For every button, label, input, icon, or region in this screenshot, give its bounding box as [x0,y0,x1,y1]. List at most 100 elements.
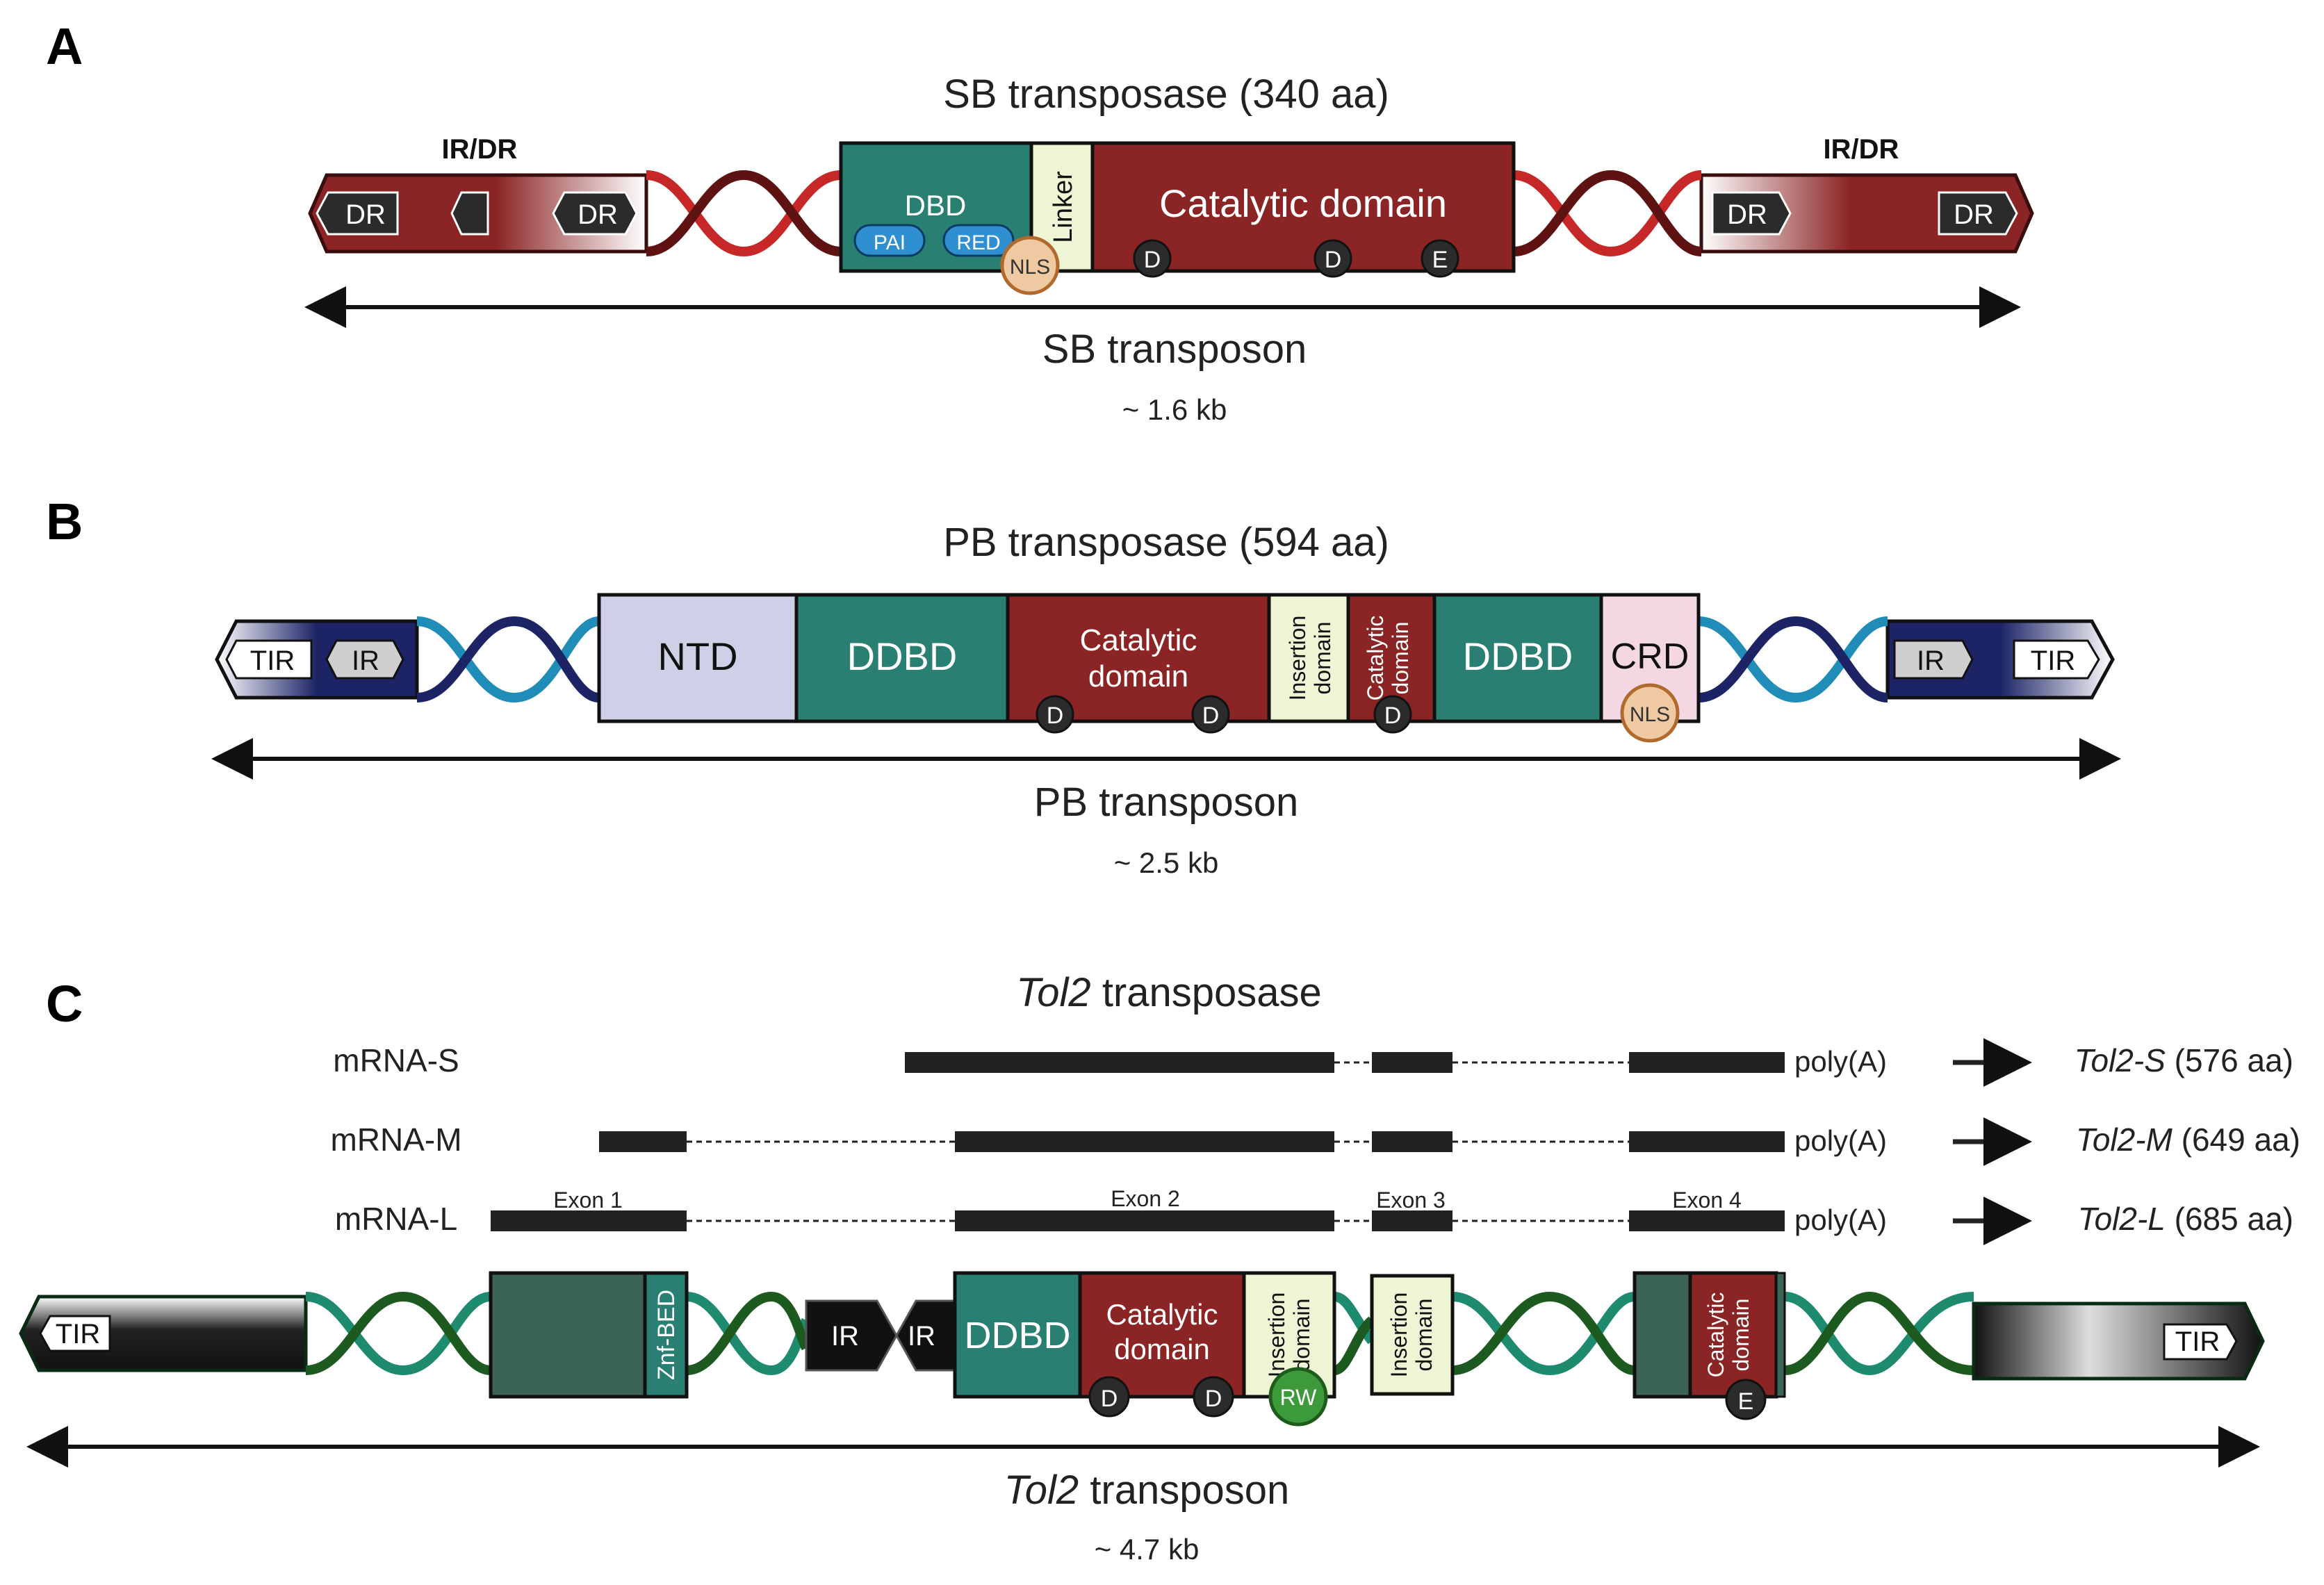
dna-helix-icon [1333,1292,1376,1375]
residue-label: D [1202,703,1220,729]
tir-arrow: TIR [225,639,313,680]
panel-letter-b: B [46,493,83,550]
residue-marker: E [1725,1379,1767,1420]
rw-label: RW [1280,1385,1318,1410]
sb-size-label: ~ 1.6 kb [1122,393,1227,426]
catalytic2-label-line1: Catalytic [1363,616,1388,701]
product-label: Tol2-L (685 aa) [2078,1201,2293,1237]
rw-badge: RW [1268,1367,1328,1427]
exon-bar [1372,1052,1452,1073]
tol2-transposon-label: Tol2 transposon [1004,1468,1290,1513]
catalytic-label-line1: Catalytic [1106,1298,1218,1331]
residue-marker: D [1193,1376,1234,1418]
sb-transposase-title: SB transposase (340 aa) [943,72,1389,117]
nls-label: NLS [1010,256,1050,279]
exon-bar [1629,1210,1785,1231]
red-label: RED [956,231,1000,254]
exon-bar [1372,1131,1452,1152]
catalytic-label-line1: Catalytic [1080,623,1197,657]
residue-label: D [1101,1386,1118,1412]
residue-label: D [1384,703,1402,729]
pb-right-tir-element: IR TIR [1885,619,2115,700]
nls-label: NLS [1630,703,1670,726]
catalytic-label-line2: domain [1728,1299,1753,1372]
dr-label: DR [578,199,618,230]
tir-label: TIR [2175,1327,2220,1357]
sb-catalytic-label: Catalytic domain [1159,181,1447,225]
pb-ddbd-domain-2 [1432,593,1603,723]
catalytic-label-line2: domain [1088,659,1188,693]
exon-bar [599,1131,687,1152]
exon-bar [955,1131,1334,1152]
panel-letter-c: C [46,975,83,1033]
sb-left-irdr-element: DR DR [308,173,648,254]
tol2-size-label: ~ 4.7 kb [1095,1533,1200,1566]
ir-label: IR [908,1321,935,1352]
polya-label: poly(A) [1794,1204,1887,1236]
tir-arrow: TIR [39,1315,111,1352]
ntd-label: NTD [657,634,737,678]
dr-arrow-left-1: DR [316,191,399,236]
dna-helix-icon [1698,616,1888,703]
linker-label: Linker [1049,171,1078,243]
residue-label: E [1738,1388,1754,1415]
polya-label: poly(A) [1794,1045,1887,1078]
pb-left-tir-element: TIR IR [215,619,419,700]
residue-marker: D [1314,239,1352,278]
mrna-name: mRNA-M [330,1122,461,1158]
exon-label: Exon 4 [1672,1188,1742,1213]
sb-irdr-left-label: IR/DR [442,134,518,165]
tir-label: TIR [250,646,295,676]
sb-transposon-label: SB transposon [1042,327,1307,372]
ir-label: IR [831,1321,859,1352]
tir-label: TIR [56,1319,100,1349]
tir-arrow: TIR [2163,1323,2238,1361]
dr-arrow-right-2: DR [1938,191,2018,236]
exon-bar [1629,1052,1785,1073]
insertion-label-line2: domain [1289,1299,1314,1372]
dr-arrow-right-1: DR [1711,191,1792,236]
pb-ddbd-domain-1 [794,593,1010,723]
dr-arrow-small [450,191,489,236]
ddbd-label: DDBD [964,1315,1070,1356]
tol2-insertion-domain-2 [1370,1274,1455,1396]
catalytic2-label-line2: domain [1388,622,1413,695]
dr-label: DR [1954,199,1994,230]
insertion-label-line2: domain [1411,1299,1437,1372]
dna-helix-icon [305,1291,491,1376]
residue-label: D [1047,703,1064,729]
residue-marker: D [1373,695,1412,734]
exon-bar [1372,1210,1452,1231]
znf-bed-label: Znf-BED [653,1290,680,1380]
sb-right-irdr-element: DR DR [1699,173,2034,254]
dr-arrow-left-2: DR [552,191,638,236]
pai-label: PAI [874,231,906,254]
dna-helix-icon [416,616,600,703]
tol2-exon4-block [1632,1271,1692,1399]
residue-marker: D [1088,1376,1130,1418]
catalytic-label-line2: domain [1114,1333,1210,1365]
exon-bar [1629,1131,1785,1152]
pb-transposon-label: PB transposon [1034,780,1298,825]
pb-size-label: ~ 2.5 kb [1114,846,1219,879]
exon-label: Exon 2 [1111,1186,1180,1211]
dna-helix-icon [1513,170,1702,257]
residue-marker: D [1036,695,1074,734]
exon-bar [491,1210,687,1231]
ddbd-label: DDBD [847,634,958,678]
mrna-row-s: mRNA-S poly(A) Tol2-S (576 aa) [333,1038,2293,1087]
insertion-label-line1: Insertion [1264,1292,1289,1378]
ir-label: IR [352,646,379,676]
dna-helix-icon [646,170,842,257]
catalytic-label-line1: Catalytic [1703,1292,1728,1378]
tol2-catalytic-domain [1078,1271,1246,1399]
residue-marker: D [1133,239,1172,278]
sb-irdr-right-label: IR/DR [1824,134,1899,165]
red-subdomain: RED [942,224,1015,257]
residue-marker: D [1191,695,1230,734]
tol2-exon1-block [489,1271,647,1399]
nls-badge: NLS [1620,683,1680,743]
tir-arrow: TIR [2013,639,2100,680]
insertion-label-line2: domain [1310,622,1335,695]
